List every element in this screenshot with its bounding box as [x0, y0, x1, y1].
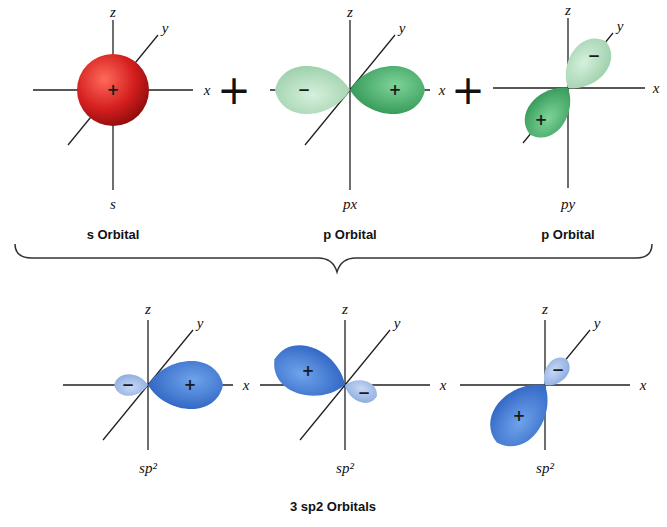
axis-label: x — [204, 83, 211, 98]
phase-sign: − — [298, 83, 311, 98]
axis-label: y — [594, 316, 601, 331]
axis-label: z — [542, 302, 548, 317]
axis-label: z — [342, 302, 348, 317]
plus-operator: + — [217, 70, 251, 110]
hybrid-symbol: sp² — [336, 461, 354, 476]
axis-label: x — [440, 378, 447, 393]
phase-sign: − — [552, 363, 565, 378]
phase-sign: + — [107, 83, 120, 98]
phase-sign: + — [184, 378, 197, 393]
axis-label: x — [640, 378, 647, 393]
orbital-name: s Orbital — [87, 228, 140, 241]
hybrid-symbol: sp² — [139, 461, 157, 476]
axis-label: y — [617, 19, 624, 34]
phase-sign: + — [535, 113, 548, 128]
hybrid-symbol: sp² — [536, 461, 554, 476]
phase-sign: − — [122, 378, 135, 393]
axis-label: y — [394, 316, 401, 331]
plus-operator: + — [451, 70, 485, 110]
orbital-symbol: px — [343, 197, 357, 212]
phase-sign: + — [389, 83, 402, 98]
phase-sign: + — [513, 409, 526, 424]
axis-label: z — [110, 5, 116, 20]
axis-label: x — [653, 81, 660, 96]
axis-label: y — [162, 21, 169, 36]
orbital-name: p Orbital — [323, 228, 376, 241]
axis-label: z — [145, 302, 151, 317]
axis-label: z — [347, 5, 353, 20]
axis-label: y — [197, 316, 204, 331]
axis-label: z — [565, 3, 571, 18]
orbital-symbol: s — [110, 197, 116, 212]
phase-sign: − — [358, 386, 371, 401]
orbital-name: p Orbital — [541, 228, 594, 241]
axis-label: y — [399, 21, 406, 36]
axis-label: x — [243, 378, 250, 393]
phase-sign: + — [302, 364, 315, 379]
phase-sign: − — [588, 49, 601, 64]
orbital-symbol: py — [561, 197, 575, 212]
axis-label: x — [439, 83, 446, 98]
caption: 3 sp2 Orbitals — [290, 500, 376, 513]
